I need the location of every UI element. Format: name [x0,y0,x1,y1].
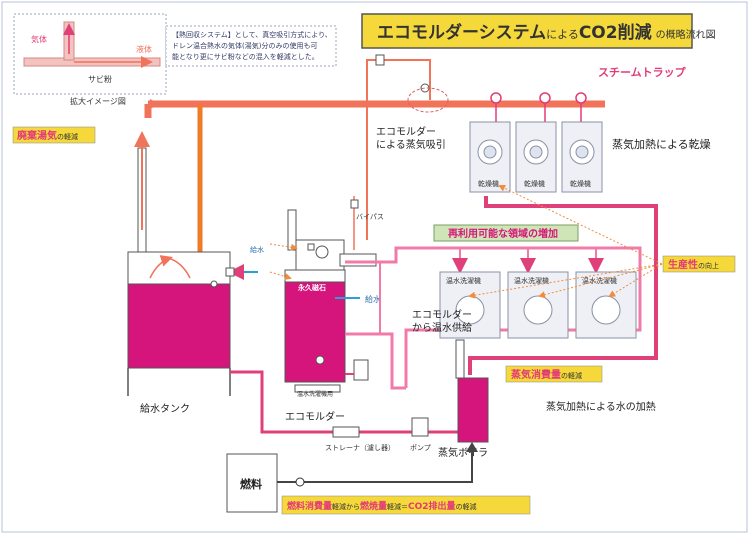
suction-label-2: による蒸気吸引 [376,138,446,151]
steam-boiler: 蒸気ボイラ [438,339,489,459]
bottom-text-6: の軽減 [456,502,477,511]
washer-1-label: 温水洗濯機 [446,276,481,285]
hot-water-pipes [345,246,642,390]
ecomolder-label: エコモルダー [285,410,345,423]
inset-enlarged-view: 気体 液体 サビ粉 拡大イメージ図 [13,13,167,106]
pump-label: ポンプ [410,444,431,452]
suction-pipe [366,54,449,240]
dryer-return-pipe [468,196,658,375]
dryer-1: 乾燥機 [469,121,511,193]
ecomolder-plate-label: 温水洗濯機用 [297,390,333,398]
boiler-label: 蒸気ボイラ [438,446,488,459]
title-mid: による [546,28,579,41]
svg-text:廃棄湯気の軽減: 廃棄湯気の軽減 [17,129,78,142]
inset-caption: 拡大イメージ図 [70,96,126,106]
dryer-3-label: 乾燥機 [570,179,591,188]
steam-consumption-badge: 蒸気消費量の軽減 [505,365,603,383]
fuel-box: 燃料 [226,442,478,513]
productivity-suffix: の向上 [698,261,719,270]
title-main: エコモルダーシステム [377,22,546,43]
inset-label-liquid: 液体 [136,44,152,54]
bypass-pipe: バイパス [350,196,384,250]
waste-steam-badge: 廃棄湯気の軽減 [12,126,96,144]
waste-steam-suffix: の軽減 [57,132,78,141]
reusable-area-text: 再利用可能な領域の増加 [448,227,558,240]
note-box: 【熱回収システム】として、真空吸引方式により、 ドレン温合熱水の気体(湯気)分の… [165,25,337,67]
productivity-badge: 生産性の向上 [468,185,736,299]
ecomolder-unit: 永久磁石 温水洗濯機用 エコモルダー 給水 [269,209,381,423]
hot-water-supply-label-1: エコモルダー [412,308,472,321]
productivity-text: 生産性 [668,258,698,271]
note-line-1: 【熱回収システム】として、真空吸引方式により、 [172,30,332,39]
bottom-text-1: 燃料消費量 [287,500,332,512]
permanent-magnet-label: 永久磁石 [297,283,326,292]
svg-text:燃料消費量軽減から燃焼量軽減＝CO2排出量の軽減: 燃料消費量軽減から燃焼量軽減＝CO2排出量の軽減 [287,500,477,512]
title-suffix: の概略流れ図 [656,28,716,41]
strainer-label: ストレーナ（濾し器） [325,443,395,452]
inset-label-rust: サビ粉 [88,74,112,84]
tank-label: 給水タンク [140,402,190,415]
feed-water-2-label: 給水 [365,294,381,304]
svg-text:生産性の向上: 生産性の向上 [668,258,719,271]
suction-label-1: エコモルダー [376,125,436,138]
steam-trap-label: スチームトラップ [598,65,687,79]
steam-consumption-text: 蒸気消費量 [511,368,561,381]
co2-reduction-badge: 燃料消費量軽減から燃焼量軽減＝CO2排出量の軽減 [281,495,531,515]
bottom-text-3: 燃焼量 [360,500,387,512]
dryer-1-label: 乾燥機 [478,179,499,188]
washer-3: 温水洗濯機 [575,271,637,339]
feed-water-in: 給水 [225,245,264,280]
inset-label-gas: 気体 [31,34,47,44]
dryer-3: 乾燥機 [561,121,603,193]
feed-water-tank: 給水タンク [127,131,231,415]
steam-traps: スチームトラップ [490,65,687,122]
bypass-label: バイパス [356,213,384,221]
steam-consumption-suffix: の軽減 [561,371,582,380]
dryer-2: 乾燥機 [515,121,557,193]
dryer-heating-label: 蒸気加熱による乾燥 [612,137,711,151]
dryer-2-label: 乾燥機 [524,179,545,188]
svg-text:蒸気消費量の軽減: 蒸気消費量の軽減 [511,368,582,381]
steam-header-pipe [144,99,605,118]
washer-2: 温水洗濯機 [507,271,569,339]
note-line-2: ドレン温合熱水の気体(湯気)分のみの使用も可 [172,41,317,50]
note-line-3: 能となり更にサビ粉などの混入を軽減とした。 [172,52,319,61]
washer-group: 温水洗濯機 温水洗濯機 温水洗濯機 [439,271,637,339]
dryer-group: 乾燥機 乾燥機 乾燥機 蒸気加熱による乾燥 [469,121,711,193]
feed-water-label: 給水 [250,245,264,254]
washer-2-label: 温水洗濯機 [514,276,549,285]
water-heating-label: 蒸気加熱による水の加熱 [546,400,656,413]
reusable-area-badge: 再利用可能な領域の増加 [433,224,579,242]
tank-to-boiler-pipe: ストレーナ（濾し器） ポンプ [230,370,458,452]
bottom-text-4: 軽減＝ [387,502,408,511]
bottom-text-2: 軽減から [332,502,360,511]
waste-steam-text: 廃棄湯気 [17,129,57,142]
title-bold: CO2削減 [579,22,652,43]
bottom-text-5: CO2排出量 [408,500,456,512]
fuel-label: 燃料 [239,477,262,491]
hot-water-supply-label-2: から温水供給 [412,321,472,334]
title-box: エコモルダーシステムによるCO2削減の概略流れ図 [361,13,716,49]
washer-1: 温水洗濯機 [439,271,501,339]
